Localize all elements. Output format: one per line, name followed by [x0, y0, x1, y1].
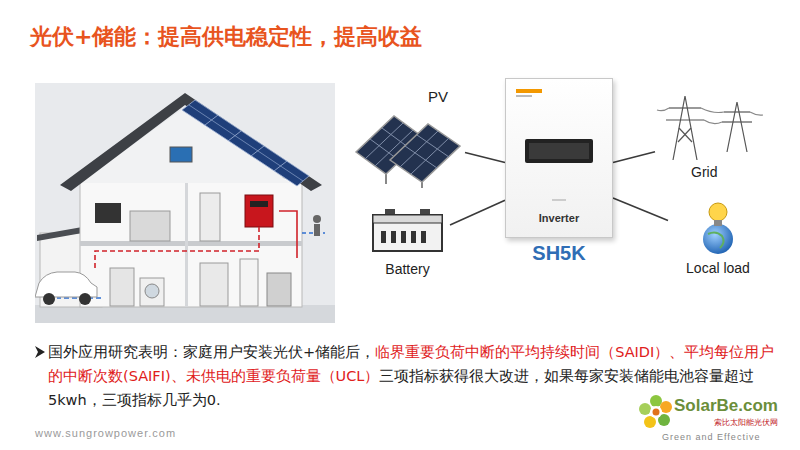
node-picture: [365, 205, 450, 259]
diagram-node: Local load: [668, 200, 768, 282]
house-illustration: [35, 83, 335, 323]
battery-icon: [365, 205, 450, 255]
connector-line: [465, 152, 505, 162]
website-url: www.sungrowpower.com: [35, 427, 176, 440]
node-picture: [668, 200, 768, 260]
logo-subtitle: 索比太阳能光伏网: [714, 418, 778, 428]
node-picture: [655, 92, 765, 164]
node-sublabel: SH5K: [505, 241, 613, 265]
towers: [657, 96, 763, 160]
diagram-node: Grid: [655, 92, 765, 184]
power-tower-icon: [655, 92, 765, 160]
diagram-node: Battery: [365, 205, 450, 283]
node-label: Inverter: [505, 212, 613, 225]
panels: [356, 116, 460, 188]
solar-panel-icon: [350, 108, 465, 188]
node-picture: [350, 108, 465, 192]
house-drawing: [35, 83, 335, 323]
node-label: Grid: [691, 164, 717, 181]
diagram-node: PV: [350, 88, 465, 188]
connector-line: [613, 152, 655, 163]
inverter-details: [516, 89, 593, 201]
logo-flower: [638, 394, 674, 430]
logo-petals: [639, 395, 672, 428]
logo-slogan: Green and Effective: [662, 432, 760, 443]
bullet-arrow: [34, 345, 46, 359]
diagram-node: InverterSH5K: [505, 78, 613, 274]
logo-name: SolarBe.com: [674, 396, 778, 416]
connector-line: [450, 200, 505, 225]
battery-shape: [373, 209, 442, 251]
body-paragraph: 国外应用研究表明：家庭用户安装光伏+储能后，临界重要负荷中断的平均持续时间（SA…: [48, 340, 776, 412]
slide-title: 光伏+储能：提高供电稳定性，提高收益: [30, 24, 422, 50]
connector-line: [613, 198, 668, 220]
node-label: PV: [428, 88, 448, 106]
node-label: Local load: [668, 260, 768, 277]
globe-and-bulb: [703, 203, 733, 254]
load-icon: [668, 200, 768, 256]
paragraph-text: 国外应用研究表明：家庭用户安装光伏+储能后，: [48, 344, 375, 360]
node-label: Battery: [365, 261, 450, 278]
